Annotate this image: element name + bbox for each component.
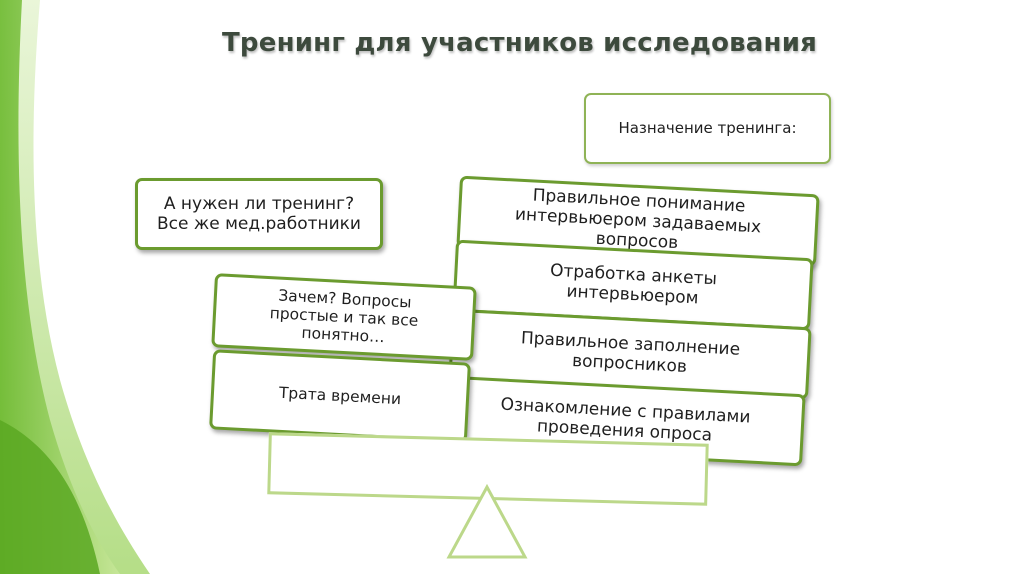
objection-waste-of-time: Трата времени	[209, 349, 471, 443]
scale-fulcrum	[446, 484, 528, 559]
objection-simple-questions: Зачем? Вопросы простые и так все понятно…	[211, 273, 477, 361]
purpose-item-text: Отработка анкеты интервьюером	[549, 260, 718, 309]
green-decoration	[0, 0, 150, 574]
question-text: А нужен ли тренинг? Все же мед.работники	[157, 193, 361, 234]
page-title: Тренинг для участников исследования	[222, 28, 818, 58]
purpose-item-text: Правильное заполнение вопросников	[520, 328, 741, 377]
purpose-label-box: Назначение тренинга:	[584, 93, 831, 164]
objection-text: Зачем? Вопросы простые и так все понятно…	[269, 286, 419, 347]
objection-text: Трата времени	[278, 383, 402, 409]
purpose-label: Назначение тренинга:	[618, 118, 797, 137]
question-box: А нужен ли тренинг? Все же мед.работники	[135, 178, 383, 250]
